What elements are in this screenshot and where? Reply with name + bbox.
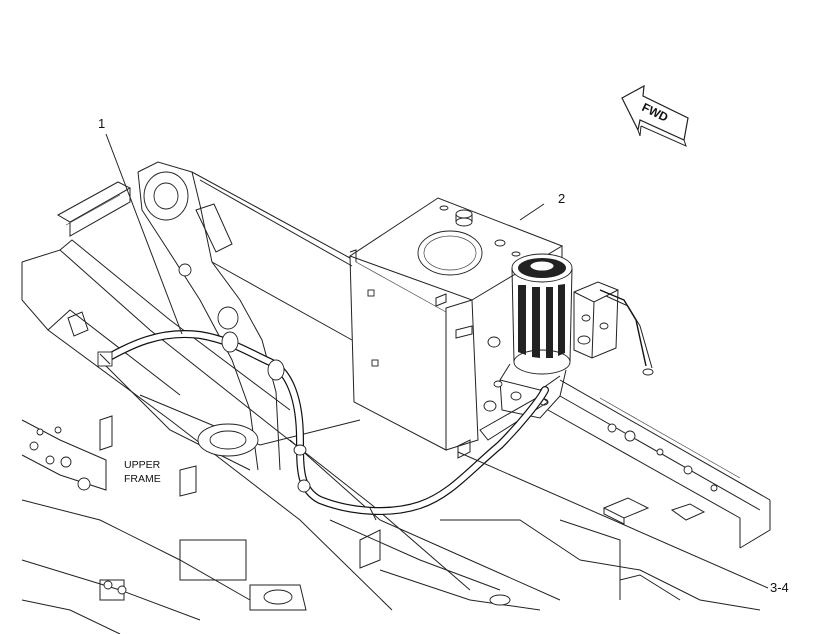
hose-assembly	[97, 330, 549, 521]
frame-label-line2: FRAME	[124, 473, 161, 485]
callout-2: 2	[558, 191, 565, 206]
upper-frame	[21, 161, 471, 634]
callout-1: 1	[98, 116, 105, 131]
forward-direction-arrow-icon: FWD	[621, 84, 689, 147]
lower-frame	[289, 379, 771, 611]
callout-3-4: 3-4	[770, 580, 789, 595]
callout-leaders	[105, 133, 769, 589]
hydraulic-tank	[348, 197, 564, 451]
pump-motor-assembly	[457, 253, 654, 459]
frame-label-line1: UPPER	[124, 459, 161, 471]
